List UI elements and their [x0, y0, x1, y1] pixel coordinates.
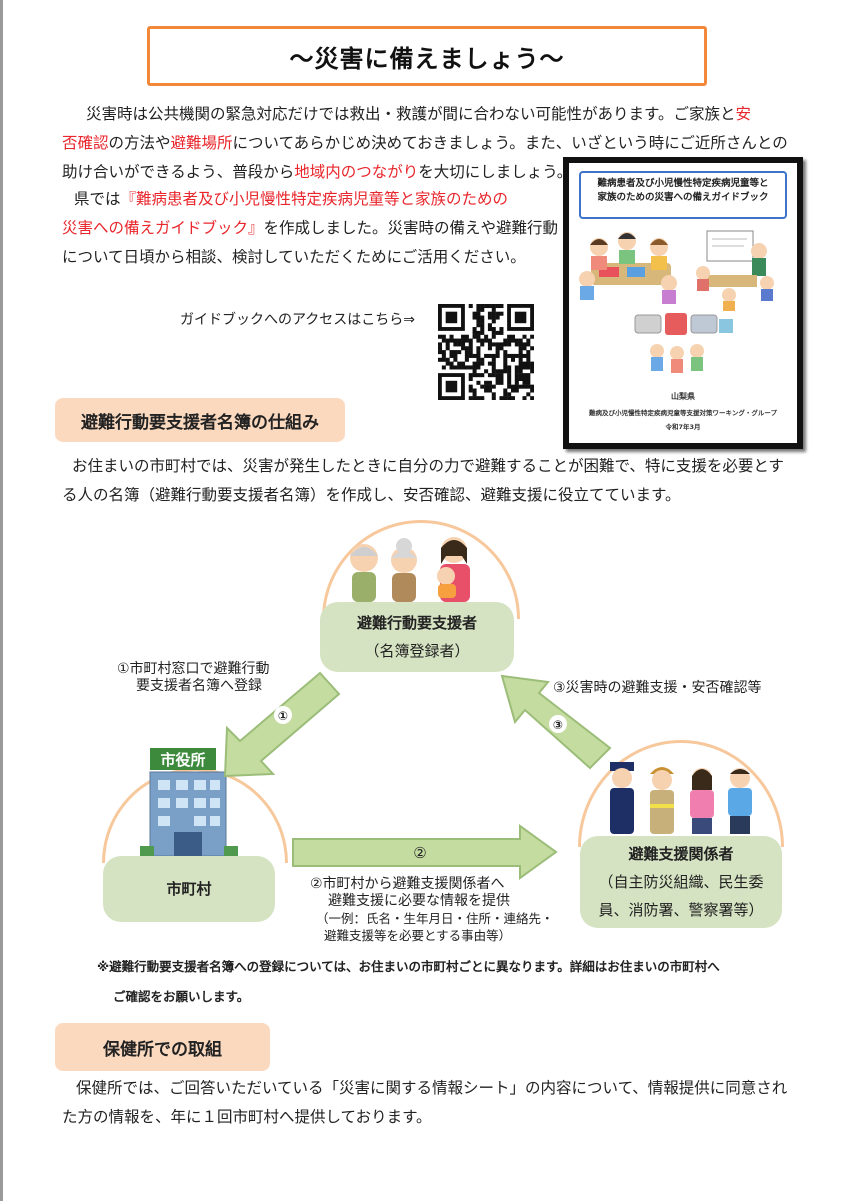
page-left-edge — [0, 0, 3, 1201]
city-hall-illustration: 市役所 — [140, 748, 238, 856]
box-subtitle: 員、消防署、警察署等） — [598, 901, 764, 919]
guidebook-line-1: 県では『難病患者及び小児慢性特定疾病児童等と家族のための — [62, 185, 558, 214]
emergency-supplies-illustration — [634, 313, 733, 373]
city-hall-sign: 市役所 — [160, 751, 205, 769]
section-heading-health-center: 保健所での取組 — [55, 1023, 270, 1071]
cover-illustrations — [579, 230, 774, 373]
note-line: ※避難行動要支援者名簿への登録については、お住まいの市町村ごとに異なります。詳細… — [97, 959, 720, 974]
police-officer-figure — [610, 762, 634, 834]
step2-badge: ② — [413, 844, 426, 862]
step1-text-line: ①市町村窓口で避難行動 — [117, 661, 270, 677]
health-center-line: た方の情報を、年に１回市町村へ提供しております。 — [62, 1108, 432, 1126]
guidebook-text: を作成しました。災害時の備えや避難行動 — [263, 219, 559, 237]
arrow-step3: ③ — [500, 674, 612, 770]
municipality-box: 市町村 — [103, 856, 275, 922]
woman-volunteer-figure — [690, 768, 714, 834]
step3-text-line: ③災害時の避難支援・安否確認等 — [553, 680, 762, 696]
intro-text: についてあらかじめ決めておきましょう。また、いざという時にご近所さんとの — [232, 134, 788, 152]
arrow-step2: ② — [292, 824, 558, 880]
box-title: 避難行動要支援者 — [356, 614, 477, 632]
cover-title-line: 難病患者及び小児慢性特定疾病児童等と — [597, 178, 769, 189]
consultation-illustration — [696, 230, 774, 311]
arrow-step1: ① — [223, 671, 341, 778]
firefighter-figure — [650, 767, 674, 834]
step3-badge: ③ — [553, 718, 563, 732]
step3-text: ③災害時の避難支援・安否確認等 — [553, 680, 762, 697]
evacuation-support-needed-box: 避難行動要支援者 （名簿登録者） — [320, 602, 514, 672]
step2-text-line: ②市町村から避難支援関係者へ — [310, 876, 505, 892]
elderly-man-figure — [350, 544, 378, 602]
cover-title-line: 家族のための災害への備えガイドブック — [597, 192, 769, 203]
intro-highlight: 安 — [735, 105, 751, 123]
city-hall-sign-board — [150, 748, 216, 770]
mother-with-baby-figure — [437, 537, 470, 602]
elderly-woman-figure — [391, 538, 417, 602]
cover-date: 令和7年3月 — [665, 423, 701, 431]
intro-line-2: 否確認の方法や避難場所についてあらかじめ決めておきましょう。また、いざという時に… — [62, 129, 792, 158]
intro-text: 災害時は公共機関の緊急対応だけでは救出・救護が間に合わない可能性があります。ご家… — [86, 105, 736, 123]
cover-working-group: 難病及び小児慢性特定疾病児童等支援対策ワーキング・グループ — [589, 409, 777, 417]
intro-highlight: 否確認 — [62, 134, 109, 152]
step2-text-line: 避難支援に必要な情報を提供 — [328, 893, 510, 909]
health-center-line: 保健所では、ご回答いただいている「災害に関する情報シート」の内容について、情報提… — [76, 1079, 788, 1097]
health-center-description: 保健所では、ご回答いただいている「災害に関する情報シート」の内容について、情報提… — [62, 1074, 802, 1132]
guidebook-title-highlight: 災害への備えガイドブック』 — [62, 219, 264, 237]
support-staff-illustration — [610, 762, 752, 834]
cover-prefecture: 山梨県 — [671, 392, 695, 401]
guidebook-paragraph: 県では『難病患者及び小児慢性特定疾病児童等と家族のための 災害への備えガイドブッ… — [62, 185, 558, 272]
guidebook-line-3: について日頃から相談、検討していただくためにご活用ください。 — [62, 243, 558, 272]
evacuation-supporters-box: 避難支援関係者 （自主防災組織、民生委 員、消防署、警察署等） — [580, 836, 782, 928]
guidebook-text: について日頃から相談、検討していただくためにご活用ください。 — [62, 248, 526, 266]
step1-text: ①市町村窓口で避難行動 要支援者名簿へ登録 — [117, 661, 270, 695]
note-line: ご確認をお願いします。 — [113, 989, 250, 1004]
box-title: 市町村 — [166, 880, 212, 898]
box-subtitle: （自主防災組織、民生委 — [598, 873, 764, 891]
step1-badge: ① — [278, 709, 288, 723]
access-text: ガイドブックへのアクセスはこちら⇒ — [180, 312, 416, 328]
page-title: ～災害に備えましょう～ — [147, 26, 707, 86]
step1-text-line: 要支援者名簿へ登録 — [136, 678, 262, 694]
intro-text: の方法や — [108, 134, 171, 152]
guidebook-cover[interactable]: 難病患者及び小児慢性特定疾病児童等と 家族のための災害への備えガイドブック — [563, 157, 803, 449]
section-heading-roster: 避難行動要支援者名簿の仕組み — [55, 398, 345, 442]
step2-example-line: （一例：氏名・生年月日・住所・連絡先・ — [316, 911, 554, 926]
intro-highlight: 地域内のつながり — [294, 163, 419, 181]
intro-text: を大切にしましょう。 — [418, 163, 573, 181]
intro-highlight: 避難場所 — [170, 134, 233, 152]
roster-description: お住まいの市町村では、災害が発生したときに自分の力で避難することが困難で、特に支… — [62, 452, 802, 510]
roster-description-line: る人の名簿（避難行動要支援者名簿）を作成し、安否確認、避難支援に役立てています。 — [62, 486, 681, 504]
intro-line-3: 助け合いができるよう、普段から地域内のつながりを大切にしましょう。 — [62, 158, 792, 187]
guidebook-line-2: 災害への備えガイドブック』を作成しました。災害時の備えや避難行動 — [62, 214, 558, 243]
elderly-and-mother-illustration — [350, 537, 470, 602]
roster-description-line: お住まいの市町村では、災害が発生したときに自分の力で避難することが困難で、特に支… — [72, 457, 784, 475]
registration-note: ※避難行動要支援者名簿への登録については、お住まいの市町村ごとに異なります。詳細… — [97, 952, 817, 1012]
box-subtitle: （名簿登録者） — [364, 642, 470, 660]
qr-code[interactable] — [438, 304, 534, 400]
intro-paragraph: 災害時は公共機関の緊急対応だけでは救出・救護が間に合わない可能性があります。ご家… — [62, 100, 792, 187]
intro-line-1: 災害時は公共機関の緊急対応だけでは救出・救護が間に合わない可能性があります。ご家… — [62, 100, 792, 129]
box-title: 避難支援関係者 — [628, 845, 734, 863]
man-volunteer-figure — [728, 768, 752, 834]
step2-text: ②市町村から避難支援関係者へ 避難支援に必要な情報を提供 （一例：氏名・生年月日… — [310, 876, 554, 944]
step2-example-line: 避難支援等を必要とする事由等） — [324, 928, 512, 943]
intro-text: 助け合いができるよう、普段から — [62, 163, 295, 181]
family-meeting-illustration — [579, 232, 677, 304]
guidebook-title-highlight: 『難病患者及び小児慢性特定疾病児童等と家族のための — [120, 190, 509, 208]
guidebook-text: 県では — [74, 190, 121, 208]
cover-title: 難病患者及び小児慢性特定疾病児童等と 家族のための災害への備えガイドブック — [579, 171, 787, 219]
